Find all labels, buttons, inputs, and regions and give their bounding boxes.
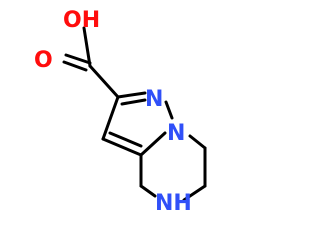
ring-amine-label: NH: [155, 191, 192, 216]
carbonyl-bond-b: [62, 60, 88, 72]
pyrazole-nitrogen-1-label: N: [167, 121, 185, 146]
molecule-drawing: OH O N N NH: [34, 8, 207, 216]
c2-c3-bond: [101, 95, 120, 141]
c3-c3a-bond-a: [101, 137, 143, 157]
c3-c3a-bond-b: [108, 131, 143, 148]
n1-c7-bond: [188, 134, 207, 150]
c2-n-bond-b: [120, 98, 147, 106]
carboxyl-ring-bond: [88, 64, 120, 99]
hydroxyl-label: OH: [63, 8, 100, 33]
carbonyl-bond-a: [64, 53, 92, 65]
c2-n-bond-a: [116, 91, 147, 99]
bonds: [62, 26, 207, 202]
c6-nh-bond: [182, 184, 207, 202]
structure-canvas: OH O N N NH: [34, 8, 207, 216]
carbonyl-oxygen-label: O: [34, 48, 53, 73]
hydroxyl-bond: [82, 26, 92, 68]
c3a-n1-bond: [139, 131, 167, 157]
pyrazole-nitrogen-2-label: N: [145, 87, 163, 112]
c4-nh-bond: [139, 184, 157, 198]
n-n-bond: [164, 100, 174, 120]
